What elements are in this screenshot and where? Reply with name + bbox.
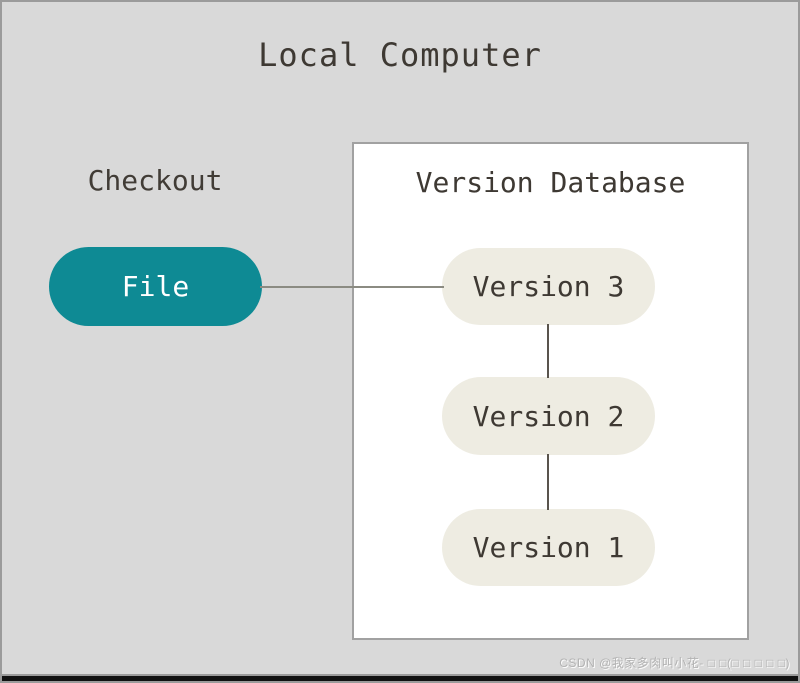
diagram-title: Local Computer [258,36,542,74]
checkout-label: Checkout [87,164,223,197]
csdn-watermark: CSDN @我家多肉叫小花- □ □(□ □ □ □ □) [559,656,790,670]
version-node-1: Version 1 [442,509,655,586]
version-node-2-label: Version 2 [472,399,625,433]
version-node-1-label: Version 1 [472,531,625,564]
file-node-label: File [121,270,190,303]
connector-version2-to-version1 [547,454,549,510]
file-node: File [49,247,262,326]
version-node-3-label: Version 3 [472,270,625,303]
version-database-title: Version Database [415,166,686,199]
version-node-2: Version 2 [442,377,655,455]
bottom-edge-strip [2,674,798,681]
connector-file-to-version3 [260,286,444,288]
connector-version3-to-version2 [547,324,549,378]
version-node-3: Version 3 [442,248,655,325]
